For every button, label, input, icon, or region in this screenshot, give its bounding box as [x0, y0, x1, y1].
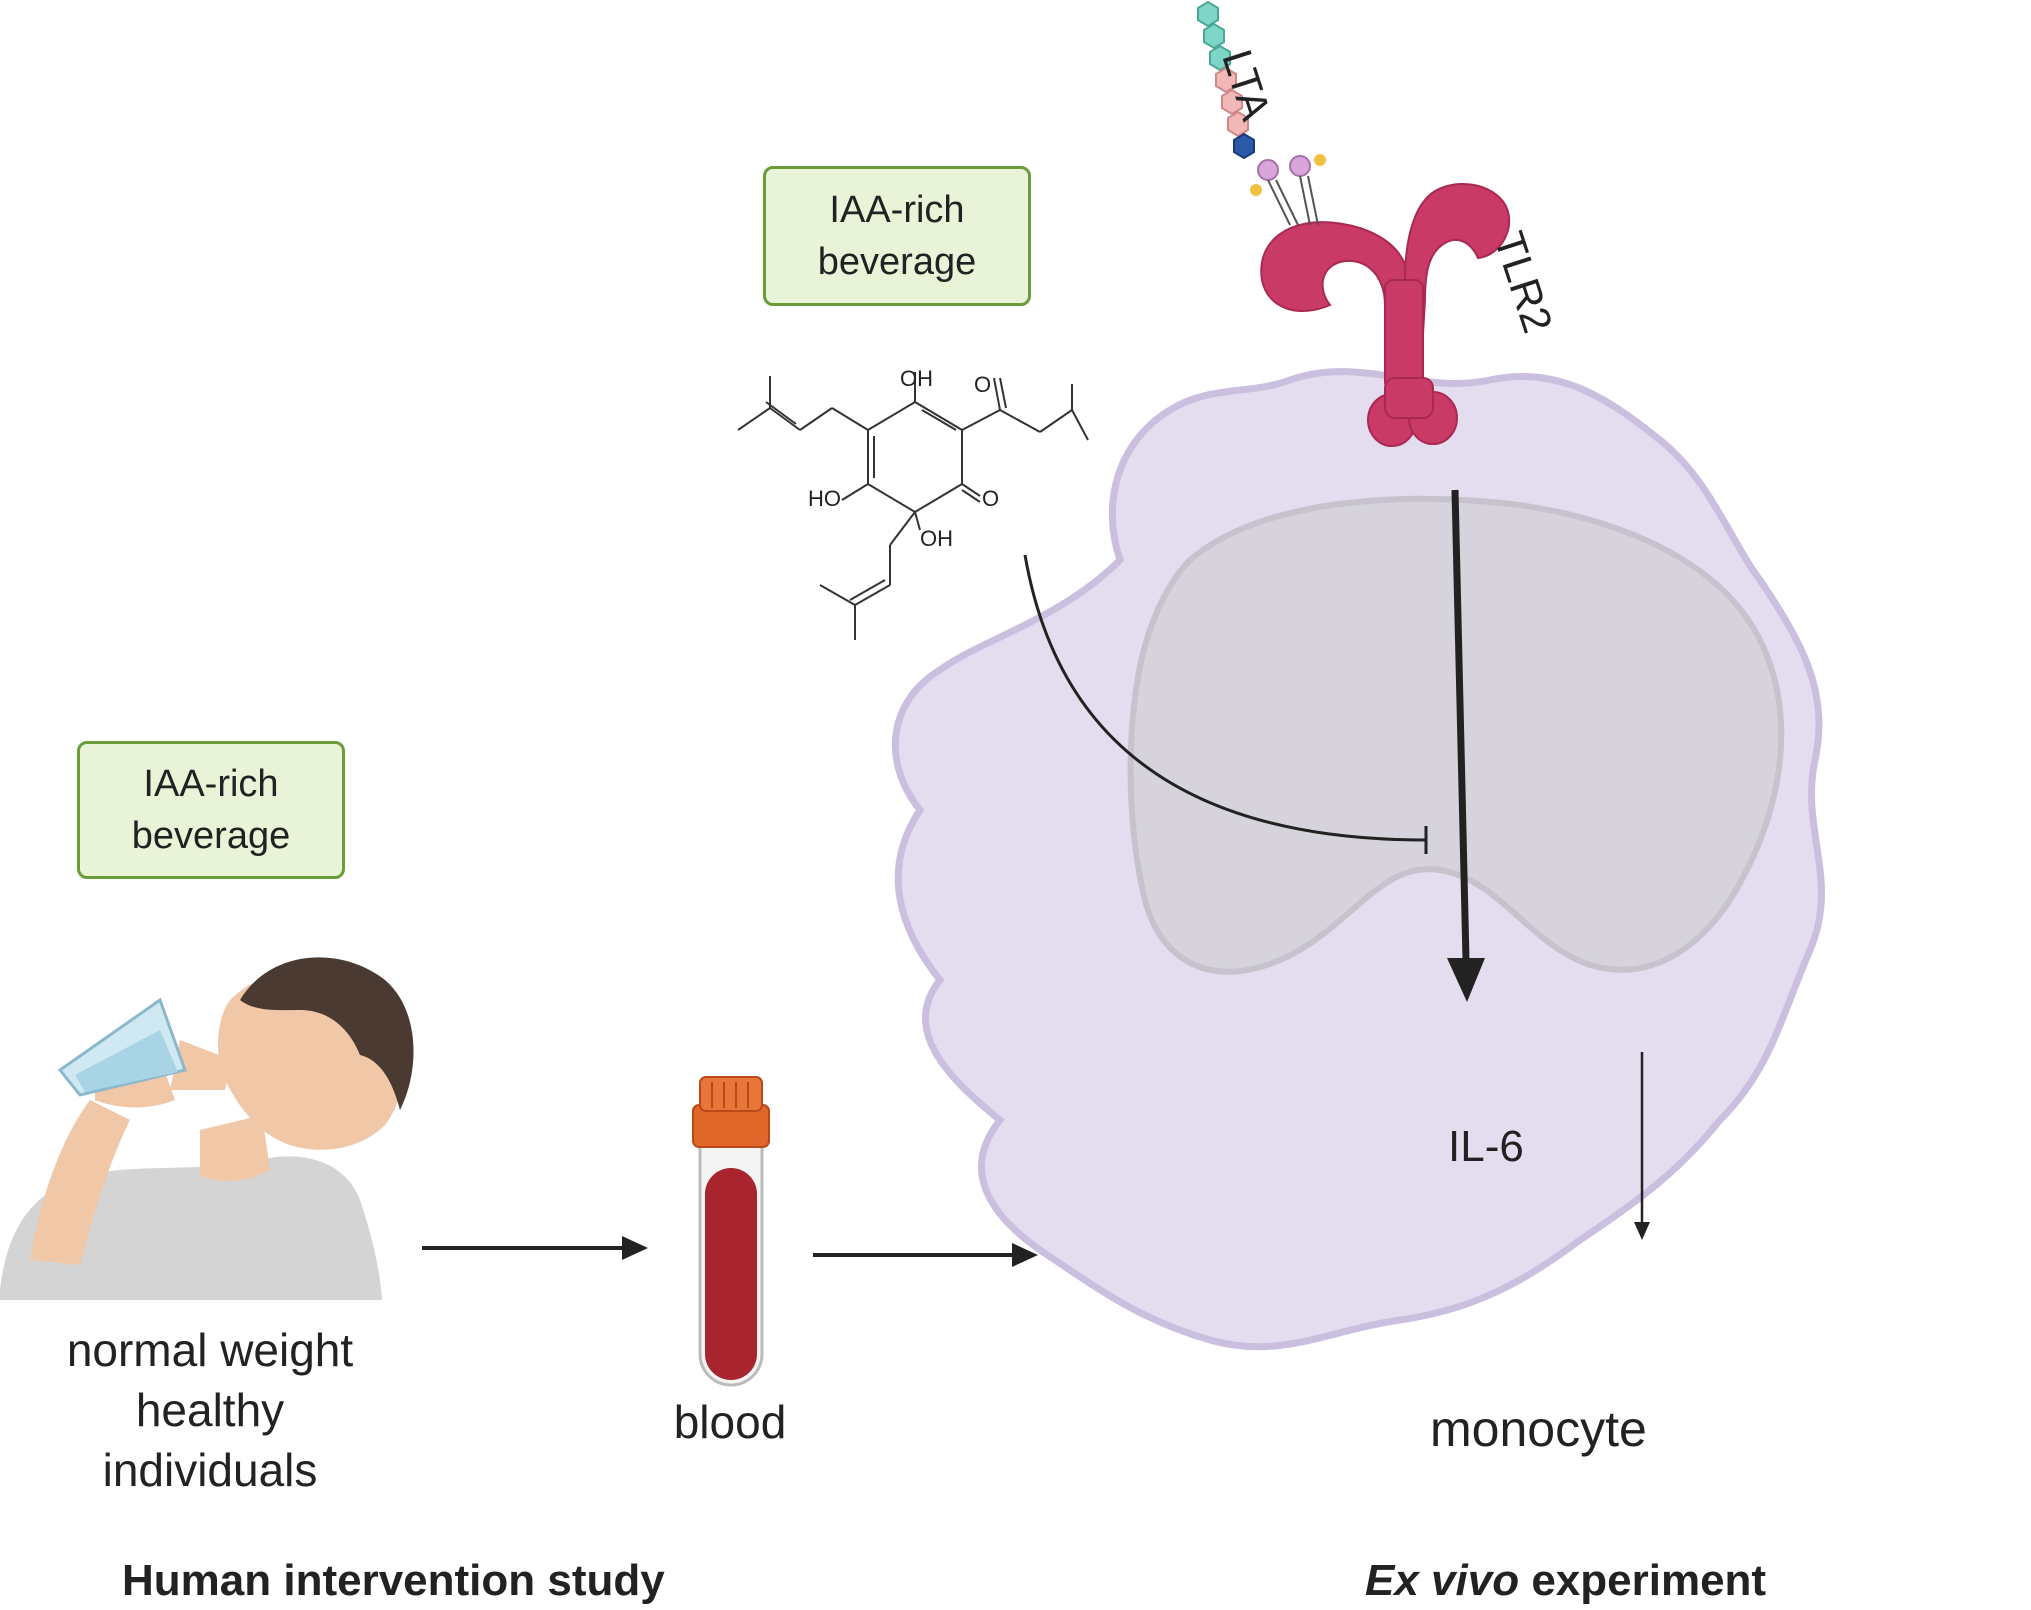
activation-arrow	[1451, 489, 1470, 961]
chem-oh-bottom: OH	[920, 526, 953, 551]
exvivo-rest: experiment	[1519, 1556, 1767, 1605]
tlr2-receptor	[1260, 183, 1511, 447]
participants-line1: normal weight	[66, 1324, 354, 1376]
iaa-box-left-line2: beverage	[131, 815, 291, 857]
iaa-box-left-line1: IAA-rich	[143, 763, 279, 805]
inhibition-curve	[1023, 554, 1426, 842]
nucleus	[1127, 495, 1785, 975]
blood-tube-icon	[692, 1076, 770, 1387]
chemical-structure	[737, 372, 1089, 640]
participants-label: normal weight healthy individuals	[20, 1320, 400, 1500]
exvivo-italic: Ex vivo	[1365, 1556, 1520, 1605]
blood-label: blood	[673, 1396, 787, 1448]
lta-molecule	[1197, 0, 1326, 226]
arrow-person-to-blood-head	[622, 1236, 648, 1260]
chem-oh-top: OH	[900, 366, 933, 391]
chem-ho-left: HO	[808, 486, 841, 511]
iaa-beverage-box-top: IAA-rich beverage	[763, 166, 1031, 306]
arrow-blood-to-cell-head	[1012, 1243, 1038, 1267]
chem-o-right: O	[982, 486, 999, 511]
chem-o-top: O	[974, 372, 991, 397]
participants-line3: individuals	[102, 1444, 318, 1496]
iaa-box-top-line2: beverage	[817, 241, 977, 283]
iaa-beverage-box-left: IAA-rich beverage	[77, 741, 345, 879]
exvivo-heading: Ex vivo experiment	[1365, 1556, 1766, 1606]
participants-line2: healthy	[135, 1384, 285, 1436]
iaa-box-top-line1: IAA-rich	[829, 189, 965, 231]
human-study-heading: Human intervention study	[122, 1556, 665, 1605]
il6-decrease-arrowhead	[1634, 1222, 1650, 1240]
activation-arrowhead	[1447, 958, 1485, 1002]
person-drinking-icon	[0, 957, 414, 1300]
il6-label: IL-6	[1448, 1122, 1524, 1171]
monocyte-label: monocyte	[1430, 1401, 1647, 1457]
